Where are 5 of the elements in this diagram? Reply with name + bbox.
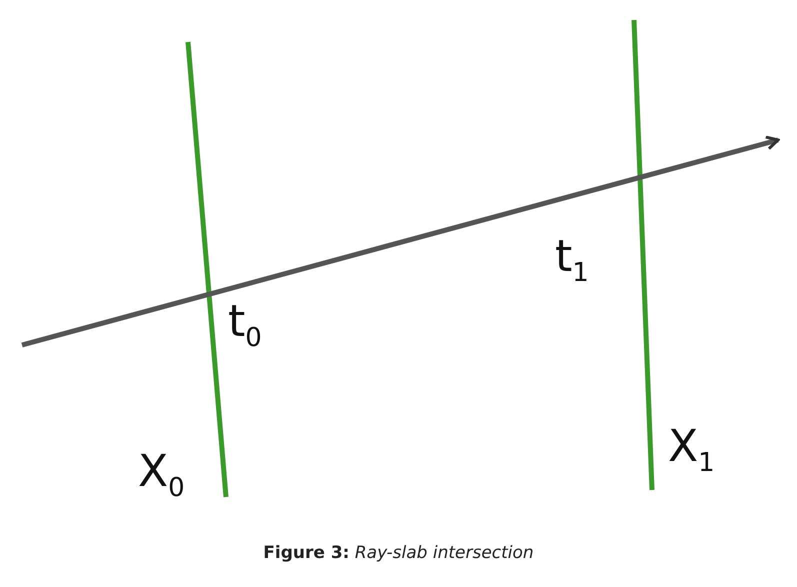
intersection-label: t$_{0}$	[228, 300, 262, 351]
plane-label: X$_{0}$	[138, 450, 185, 501]
figure-caption: Figure 3: Ray-slab intersection	[262, 543, 535, 563]
intersection-label: t$_{1}$	[555, 235, 589, 286]
plane-label: X$_{1}$	[668, 425, 715, 476]
